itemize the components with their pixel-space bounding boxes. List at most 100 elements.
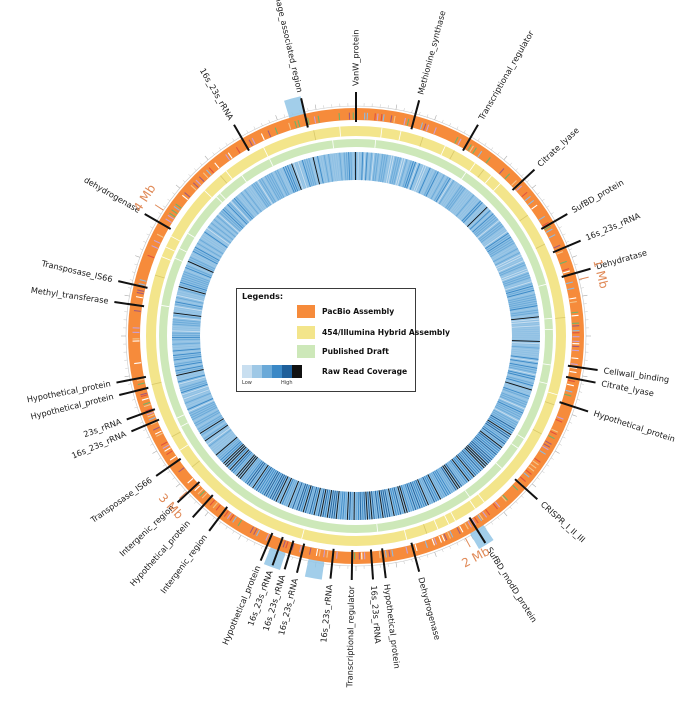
coverage-segment: [337, 491, 342, 520]
pacbio-feature-mark: [147, 413, 155, 418]
coverage-segment: [217, 213, 240, 233]
coverage-segment: [370, 152, 375, 181]
coverage-segment: [237, 194, 256, 217]
pacbio-feature-mark: [447, 531, 452, 539]
coverage-segment: [202, 421, 227, 438]
legend-item-draft: Published Draft: [237, 345, 415, 359]
scale-tick: [526, 179, 530, 183]
scale-tick: [566, 241, 569, 243]
pacbio-feature-mark: [374, 113, 376, 121]
pacbio-feature-mark: [143, 403, 151, 408]
hybrid-gap-mark: [555, 317, 566, 319]
scale-tick: [434, 552, 437, 557]
coverage-segment: [278, 168, 292, 195]
feature-marker-line: [567, 364, 598, 371]
coverage-segment: [244, 189, 262, 213]
coverage-segment: [181, 275, 209, 286]
pacbio-feature-mark: [140, 392, 148, 396]
coverage-segment: [380, 489, 386, 518]
coverage-segment: [509, 305, 538, 311]
feature-marker-line: [350, 549, 354, 580]
feature-label: Methionine_synthase: [415, 9, 447, 95]
pacbio-feature-mark: [477, 150, 483, 158]
coverage-segment: [501, 390, 529, 402]
coverage-segment: [225, 205, 247, 227]
pacbio-feature-mark: [539, 450, 546, 455]
coverage-segment: [255, 181, 272, 206]
scale-tick: [253, 126, 256, 130]
scale-tick: [162, 205, 166, 208]
pacbio-feature-mark: [390, 115, 393, 123]
coverage-segment: [177, 290, 205, 299]
coverage-segment: [260, 178, 277, 203]
coverage-segment: [408, 482, 419, 510]
coverage-segment: [461, 450, 482, 472]
coverage-segment: [359, 152, 361, 181]
coverage-segment: [511, 340, 540, 342]
coverage-segment: [452, 191, 471, 215]
pacbio-feature-mark: [545, 440, 552, 445]
coverage-segment: [464, 447, 485, 469]
coverage-segment: [508, 296, 536, 304]
scale-tick: [537, 192, 540, 195]
coverage-segment: [174, 361, 203, 368]
scale-tick: [541, 471, 545, 474]
scale-tick: [566, 429, 569, 431]
coverage-segment: [199, 418, 224, 434]
coverage-segment: [198, 240, 223, 257]
coverage-segment: [300, 484, 310, 512]
hybrid-gap-mark: [171, 431, 181, 438]
coverage-segment: [511, 332, 540, 334]
scale-tick: [139, 248, 143, 251]
coverage-segment: [172, 340, 201, 343]
coverage-segment: [378, 490, 384, 519]
scale-tick: [403, 108, 405, 112]
scale-tick: [143, 429, 146, 431]
coverage-segment: [476, 434, 499, 454]
hybrid-gap-mark: [419, 136, 424, 147]
hybrid-gap-mark: [154, 274, 165, 279]
coverage-segment: [172, 346, 201, 350]
feature-label: CRISPR_I_II_III: [539, 499, 588, 544]
coverage-segment: [505, 285, 534, 294]
coverage-segment: [420, 477, 434, 504]
coverage-segment: [219, 212, 241, 232]
scale-tick: [579, 279, 583, 281]
scale-tick: [558, 443, 562, 446]
coverage-segment: [469, 209, 491, 230]
pacbio-feature-mark: [148, 416, 156, 421]
coverage-segment: [188, 258, 215, 272]
legend-label-coverage: Raw Read Coverage: [322, 367, 408, 376]
scale-tick: [434, 115, 437, 120]
scale-tick: [531, 184, 537, 189]
coverage-high-label: High: [281, 380, 293, 386]
coverage-segment: [277, 477, 291, 503]
coverage-segment: [328, 490, 334, 519]
coverage-segment: [361, 491, 364, 520]
pacbio-feature-mark: [184, 192, 191, 198]
coverage-segment: [458, 452, 479, 475]
coverage-segment: [237, 455, 257, 478]
pacbio-feature-mark: [424, 540, 428, 548]
pacbio-feature-mark: [501, 495, 507, 502]
scale-tick: [426, 114, 429, 118]
pacbio-feature-mark: [249, 526, 255, 534]
coverage-segment: [218, 439, 241, 459]
hybrid-gap-mark: [469, 500, 476, 509]
coverage-segment: [481, 227, 505, 245]
coverage-segment: [176, 370, 205, 379]
coverage-segment: [511, 325, 540, 328]
coverage-segment: [350, 152, 353, 181]
pacbio-feature-mark: [199, 490, 206, 497]
feature-marker-line: [514, 478, 538, 501]
coverage-segment: [506, 287, 534, 296]
scale-tick: [172, 477, 175, 480]
coverage-segment: [193, 408, 219, 423]
scale-tick: [194, 168, 197, 171]
pacbio-feature-mark: [380, 113, 383, 122]
coverage-segment: [511, 345, 540, 349]
coverage-segment: [200, 419, 225, 436]
pacbio-feature-mark: [567, 287, 575, 291]
pacbio-feature-mark: [154, 430, 162, 435]
coverage-segment: [501, 270, 529, 282]
